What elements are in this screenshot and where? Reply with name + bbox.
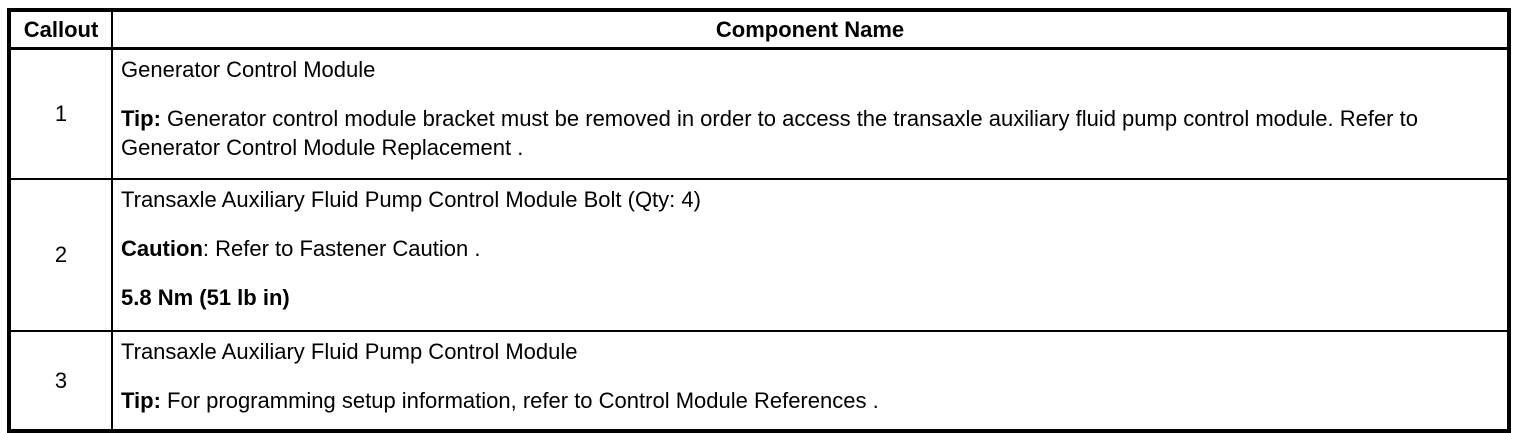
bold-text-segment: Tip: <box>121 387 161 413</box>
text-segment: For programming setup information, refer… <box>160 387 879 413</box>
text-segment: Generator control module bracket must be… <box>121 106 1418 160</box>
component-paragraph: 5.8 Nm (51 lb in) <box>121 283 1499 312</box>
callout-number: 2 <box>8 177 113 332</box>
bold-text-segment: Tip: <box>121 106 161 131</box>
component-paragraph: Caution: Refer to Fastener Caution . <box>121 234 1499 263</box>
component-paragraph: Tip: Generator control module bracket mu… <box>121 104 1499 162</box>
component-paragraph: Transaxle Auxiliary Fluid Pump Control M… <box>121 337 1499 366</box>
component-name-column-header: Component Name <box>111 9 1510 50</box>
table-header: Callout Component Name <box>8 9 1510 50</box>
text-segment: Transaxle Auxiliary Fluid Pump Control M… <box>121 186 701 212</box>
callout-column-header: Callout <box>8 9 113 50</box>
header-row: Callout Component Name <box>8 9 1510 50</box>
component-paragraph: Tip: For programming setup information, … <box>121 386 1499 415</box>
component-paragraph: Transaxle Auxiliary Fluid Pump Control M… <box>121 185 1499 214</box>
bold-text-segment: 5.8 Nm (51 lb in) <box>121 284 290 310</box>
component-cell: Transaxle Auxiliary Fluid Pump Control M… <box>111 329 1510 432</box>
component-paragraph: Generator Control Module <box>121 55 1499 84</box>
text-segment: : Refer to Fastener Caution . <box>202 235 481 261</box>
text-segment: Transaxle Auxiliary Fluid Pump Control M… <box>121 338 578 364</box>
table-row: 3 Transaxle Auxiliary Fluid Pump Control … <box>8 329 1510 432</box>
bold-text-segment: Caution <box>121 235 203 261</box>
table-row: 2 Transaxle Auxiliary Fluid Pump Control … <box>8 177 1510 332</box>
text-segment: Generator Control Module <box>121 57 376 82</box>
component-cell: Transaxle Auxiliary Fluid Pump Control M… <box>111 177 1510 332</box>
callout-number: 1 <box>8 47 113 180</box>
callout-number: 3 <box>8 329 113 432</box>
